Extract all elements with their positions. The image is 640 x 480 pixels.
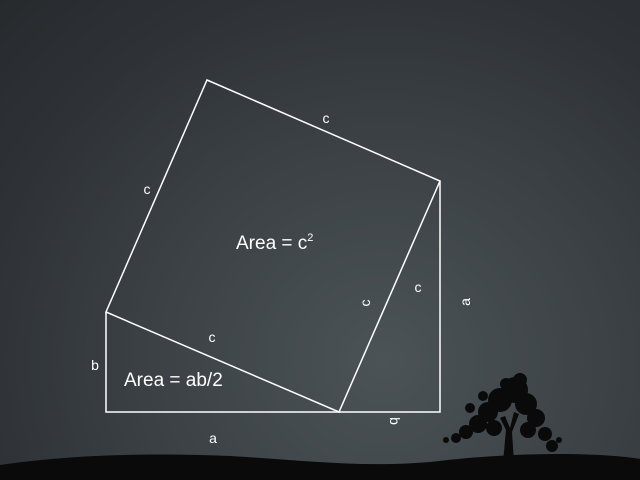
label-triangle-hypotenuse: c xyxy=(209,329,216,345)
label-triangle-short-leg: b xyxy=(91,357,99,373)
triangle-area-label: Area = ab/2 xyxy=(124,370,223,391)
label-small-triangle-bottom: b xyxy=(387,417,403,425)
square-area-text: Area = c xyxy=(236,233,307,254)
tree-silhouette xyxy=(443,373,562,462)
label-triangle-long-leg: a xyxy=(209,430,217,446)
left-triangle-legs xyxy=(105,312,339,413)
right-triangle-legs xyxy=(339,181,441,413)
square-area-label: Area = c2 xyxy=(236,232,313,254)
label-square-top-side: c xyxy=(323,110,330,126)
label-square-left-side: c xyxy=(144,181,151,197)
label-small-triangle-right: a xyxy=(457,298,473,306)
label-square-right-side: c xyxy=(357,300,373,307)
ground-silhouette xyxy=(0,453,640,480)
square-area-exponent: 2 xyxy=(307,232,313,244)
label-small-triangle-hypotenuse: c xyxy=(415,279,422,295)
